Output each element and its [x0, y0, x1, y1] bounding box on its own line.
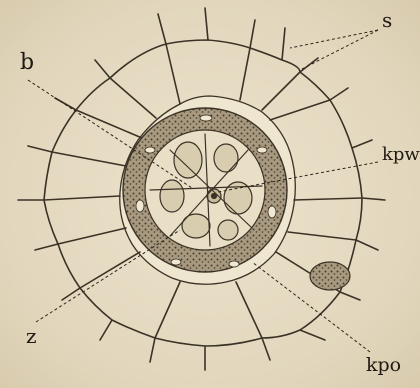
label-kpw: kpw: [382, 146, 420, 164]
vascular-bundle: [123, 108, 287, 272]
label-kpo: kpo: [366, 356, 401, 375]
secondary-body: [310, 262, 350, 290]
label-s: s: [382, 10, 392, 30]
label-z: z: [26, 326, 37, 346]
label-b: b: [20, 52, 34, 74]
